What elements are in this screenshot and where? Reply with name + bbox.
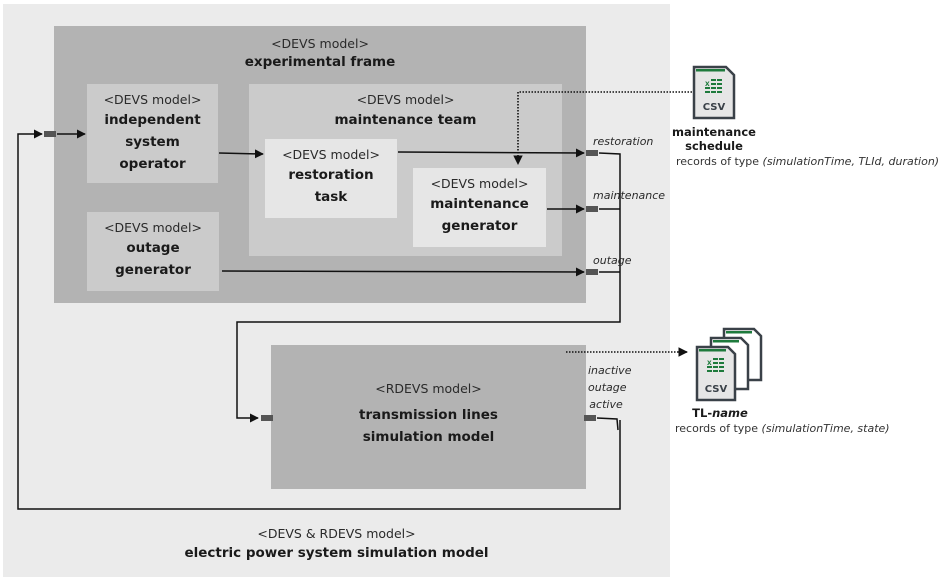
wire-outage-out xyxy=(221,267,585,277)
maintenance-generator-stereotype: <DEVS model> xyxy=(430,176,529,191)
feedback-wire xyxy=(17,129,621,510)
restoration-task-name-line-1: restoration xyxy=(288,167,374,183)
maintenance-port xyxy=(586,206,598,212)
svg-text:X: X xyxy=(707,360,712,367)
restoration-task-stereotype: <DEVS model> xyxy=(282,147,380,162)
maintenance-schedule-records: records of type (simulationTime, TLId, d… xyxy=(676,155,939,168)
records-type: (simulationTime, TLId, duration) xyxy=(762,155,940,168)
iso-name-line-2: system xyxy=(125,134,180,150)
tl-records-prefix: records of type xyxy=(675,422,762,435)
maintenance-team-stereotype: <DEVS model> xyxy=(356,92,455,107)
csv-label: CSV xyxy=(703,102,726,113)
outer-model-name: electric power system simulation model xyxy=(184,545,489,561)
tl-name-prefix: TL- xyxy=(692,406,713,420)
transmission-lines-box[interactable]: <RDEVS model> transmission lines simulat… xyxy=(271,345,586,489)
svg-text:X: X xyxy=(705,81,710,88)
outage-port-label: outage xyxy=(593,254,632,267)
frame-input-port xyxy=(44,131,56,137)
tl-state-inactive: inactive xyxy=(588,364,632,377)
maintenance-schedule-name-line-2: schedule xyxy=(685,139,743,153)
tl-name-suffix: name xyxy=(712,406,748,420)
maintenance-team-name: maintenance team xyxy=(334,112,477,128)
outage-generator-name-line-2: generator xyxy=(115,262,191,278)
outage-generator-box[interactable]: <DEVS model> outage generator xyxy=(87,212,219,291)
restoration-task-box[interactable]: <DEVS model> restoration task xyxy=(265,139,397,218)
wire-restoration-out xyxy=(397,148,585,158)
maintenance-schedule-name-line-1: maintenance xyxy=(672,125,756,139)
outer-model-stereotype: <DEVS & RDEVS model> xyxy=(257,526,416,541)
maintenance-generator-name-line-1: maintenance xyxy=(430,196,529,212)
csv-file-icon[interactable]: X CSV xyxy=(692,65,737,121)
tl-state-active: active xyxy=(589,398,623,411)
outage-generator-stereotype: <DEVS model> xyxy=(104,220,202,235)
experimental-frame-stereotype: <DEVS model> xyxy=(271,36,369,51)
transmission-lines-name-line-2: simulation model xyxy=(362,429,495,445)
tl-state-outage: outage xyxy=(588,381,627,394)
wire-iso-to-restoration xyxy=(218,149,264,159)
maintenance-port-label: maintenance xyxy=(593,189,666,202)
restoration-port-label: restoration xyxy=(593,135,654,148)
wire-tl-out xyxy=(596,417,619,431)
maintenance-generator-name-line-2: generator xyxy=(441,218,518,234)
tl-name-file-name: TL-name xyxy=(680,406,760,420)
csv-stack-label: CSV xyxy=(705,384,728,395)
csv-file-stack-icon[interactable]: X CSV xyxy=(694,326,769,404)
dotted-maintenance-schedule-input xyxy=(513,91,692,165)
outage-generator-name-line-1: outage xyxy=(126,240,180,256)
tl-output-port xyxy=(584,415,596,421)
tl-input-port xyxy=(261,415,273,421)
tl-name-records: records of type (simulationTime, state) xyxy=(675,422,890,435)
transmission-lines-stereotype: <RDEVS model> xyxy=(375,381,482,396)
restoration-task-name-line-2: task xyxy=(314,189,348,205)
iso-name-line-3: operator xyxy=(119,156,186,172)
maintenance-generator-box[interactable]: <DEVS model> maintenance generator xyxy=(413,168,546,247)
experimental-frame-name: experimental frame xyxy=(244,54,396,70)
restoration-port xyxy=(586,150,598,156)
records-prefix: records of type xyxy=(676,155,763,168)
transmission-lines-name-line-1: transmission lines xyxy=(359,407,498,423)
iso-name-line-1: independent xyxy=(104,112,201,128)
wire-frame-outputs-bus xyxy=(236,152,621,423)
tl-records-type: (simulationTime, state) xyxy=(761,422,890,435)
independent-system-operator-box[interactable]: <DEVS model> independent system operator xyxy=(87,84,218,183)
outage-port xyxy=(586,269,598,275)
iso-stereotype: <DEVS model> xyxy=(103,92,202,107)
